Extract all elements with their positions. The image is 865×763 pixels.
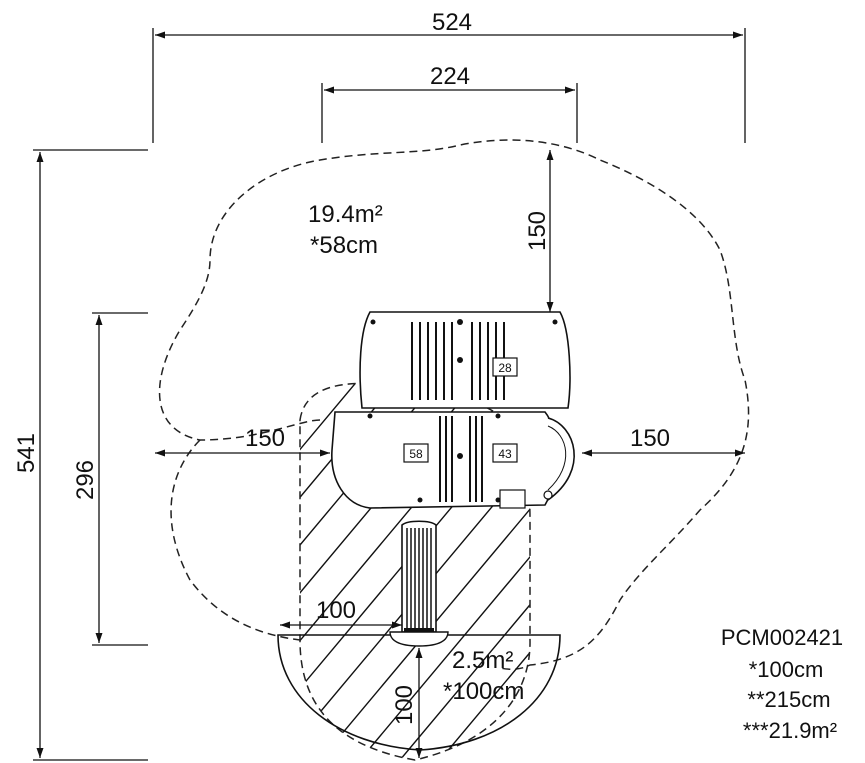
upper-platform: [359, 311, 571, 409]
product-line-3: ***21.9m²: [743, 718, 837, 743]
label-inner-height: 296: [72, 460, 99, 500]
svg-text:58: 58: [409, 447, 423, 461]
product-line-1: *100cm: [749, 657, 824, 682]
label-total-height: 541: [13, 433, 40, 473]
label-left-clearance: 150: [245, 425, 285, 452]
product-code: PCM002421: [721, 625, 843, 650]
slide: [389, 520, 449, 647]
lower-platform: [331, 411, 575, 509]
label-total-width: 524: [432, 9, 472, 36]
platform-tag-43: 43: [492, 443, 518, 463]
safety-zone-outline-left: [170, 439, 301, 641]
label-right-clearance: 150: [630, 425, 670, 452]
label-bottom-offset: 100: [316, 597, 356, 624]
label-top-clearance: 150: [524, 211, 551, 251]
platform-tag-28: 28: [492, 357, 518, 377]
product-line-2: **215cm: [747, 687, 830, 712]
product-info: PCM002421 *100cm **215cm ***21.9m²: [721, 625, 843, 743]
label-fall-area: 2.5m²: [452, 647, 513, 674]
svg-text:43: 43: [498, 447, 512, 461]
label-fall-depth: *100cm: [443, 678, 524, 705]
platform-tag-58: 58: [403, 443, 429, 463]
safety-zone-outline: [158, 139, 750, 670]
label-inner-width: 224: [430, 63, 470, 90]
label-main-depth: *58cm: [310, 232, 378, 259]
label-bottom-depth: 100: [391, 685, 418, 725]
label-main-area: 19.4m²: [308, 201, 383, 228]
svg-text:28: 28: [498, 361, 512, 375]
